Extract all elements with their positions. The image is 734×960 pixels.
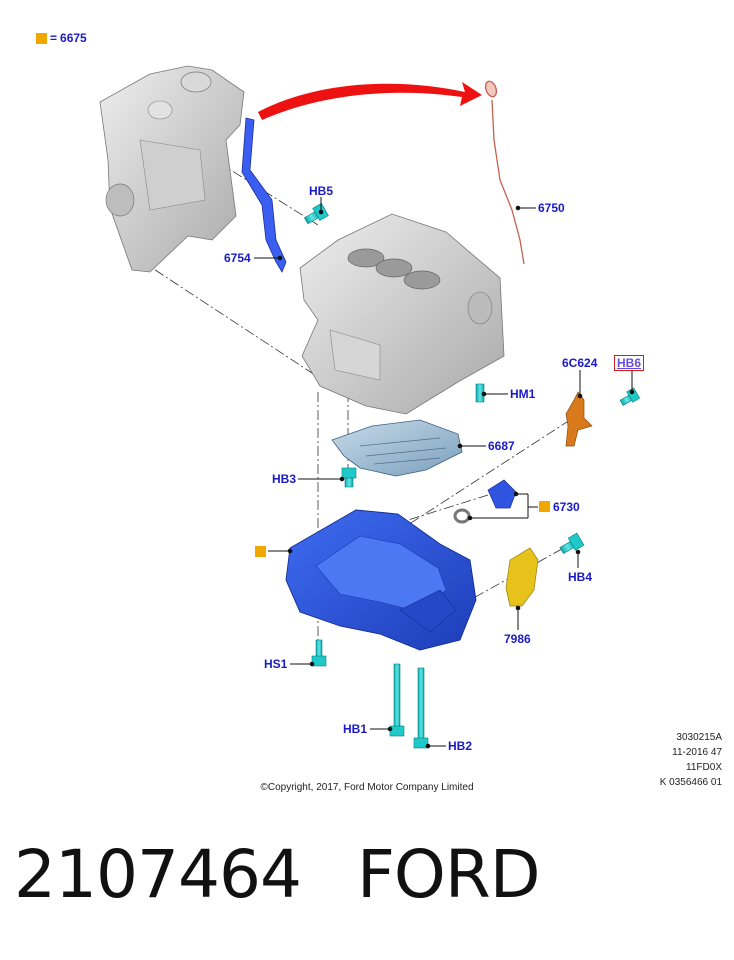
engine-block — [299, 213, 505, 415]
legend-marker — [36, 32, 47, 44]
brand-name: FORD — [356, 836, 541, 913]
hb1-bolt — [389, 663, 405, 737]
leader-lines — [254, 197, 635, 749]
legend-code: 6675 — [60, 31, 87, 45]
callout-hb3: HB3 — [272, 472, 297, 486]
dipstick — [484, 80, 525, 265]
hb4-bolt — [559, 532, 585, 555]
oil-pipe-6c624 — [565, 391, 593, 447]
red-arrow — [258, 82, 482, 120]
callout-hb5: HB5 — [309, 184, 334, 198]
callout-6c624: 6C624 — [562, 356, 598, 370]
callout-hb2: HB2 — [448, 739, 473, 753]
callout-hm1: HM1 — [510, 387, 536, 401]
drain-plug-marker — [539, 501, 550, 512]
callout-hs1: HS1 — [264, 657, 288, 671]
callout-6687: 6687 — [488, 439, 515, 453]
oil-pickup-tube — [241, 117, 287, 273]
meta-line-4: K 0356466 01 — [659, 777, 722, 788]
copyright-notice: ©Copyright, 2017, Ford Motor Company Lim… — [260, 782, 474, 793]
legend: = 6675 — [36, 31, 87, 45]
callout-6754: 6754 — [224, 251, 251, 265]
windage-tray-ribs — [359, 437, 447, 465]
meta-line-3: 11FD0X — [686, 762, 722, 773]
callout-7986: 7986 — [504, 632, 531, 646]
callout-hb4: HB4 — [568, 570, 593, 584]
hs1-bolt — [311, 639, 327, 667]
hb2-bolt — [413, 667, 429, 749]
oil-pan-marker — [255, 546, 266, 557]
meta-line-2: 11-2016 47 — [672, 747, 722, 758]
hb3-bolt — [341, 467, 357, 488]
callout-hb1: HB1 — [343, 722, 368, 736]
part-number: 2107464 — [14, 836, 302, 913]
callout-6750: 6750 — [538, 201, 565, 215]
hb6-bolt — [619, 387, 641, 406]
legend-equals: = — [50, 31, 58, 45]
meta-line-1: 3030215A — [676, 732, 722, 743]
footer-caption: 2107464 FORD — [14, 836, 541, 913]
oil-pan — [285, 509, 477, 651]
callout-6730: 6730 — [553, 500, 580, 514]
drain-plug-6730 — [453, 479, 517, 524]
callout-hb6[interactable]: HB6 — [614, 355, 645, 371]
drawing-meta: 3030215A 11-2016 47 11FD0X K 0356466 01 — [660, 730, 722, 790]
windage-tray — [331, 419, 463, 477]
baffle-7986 — [505, 547, 539, 607]
timing-cover — [99, 65, 245, 273]
